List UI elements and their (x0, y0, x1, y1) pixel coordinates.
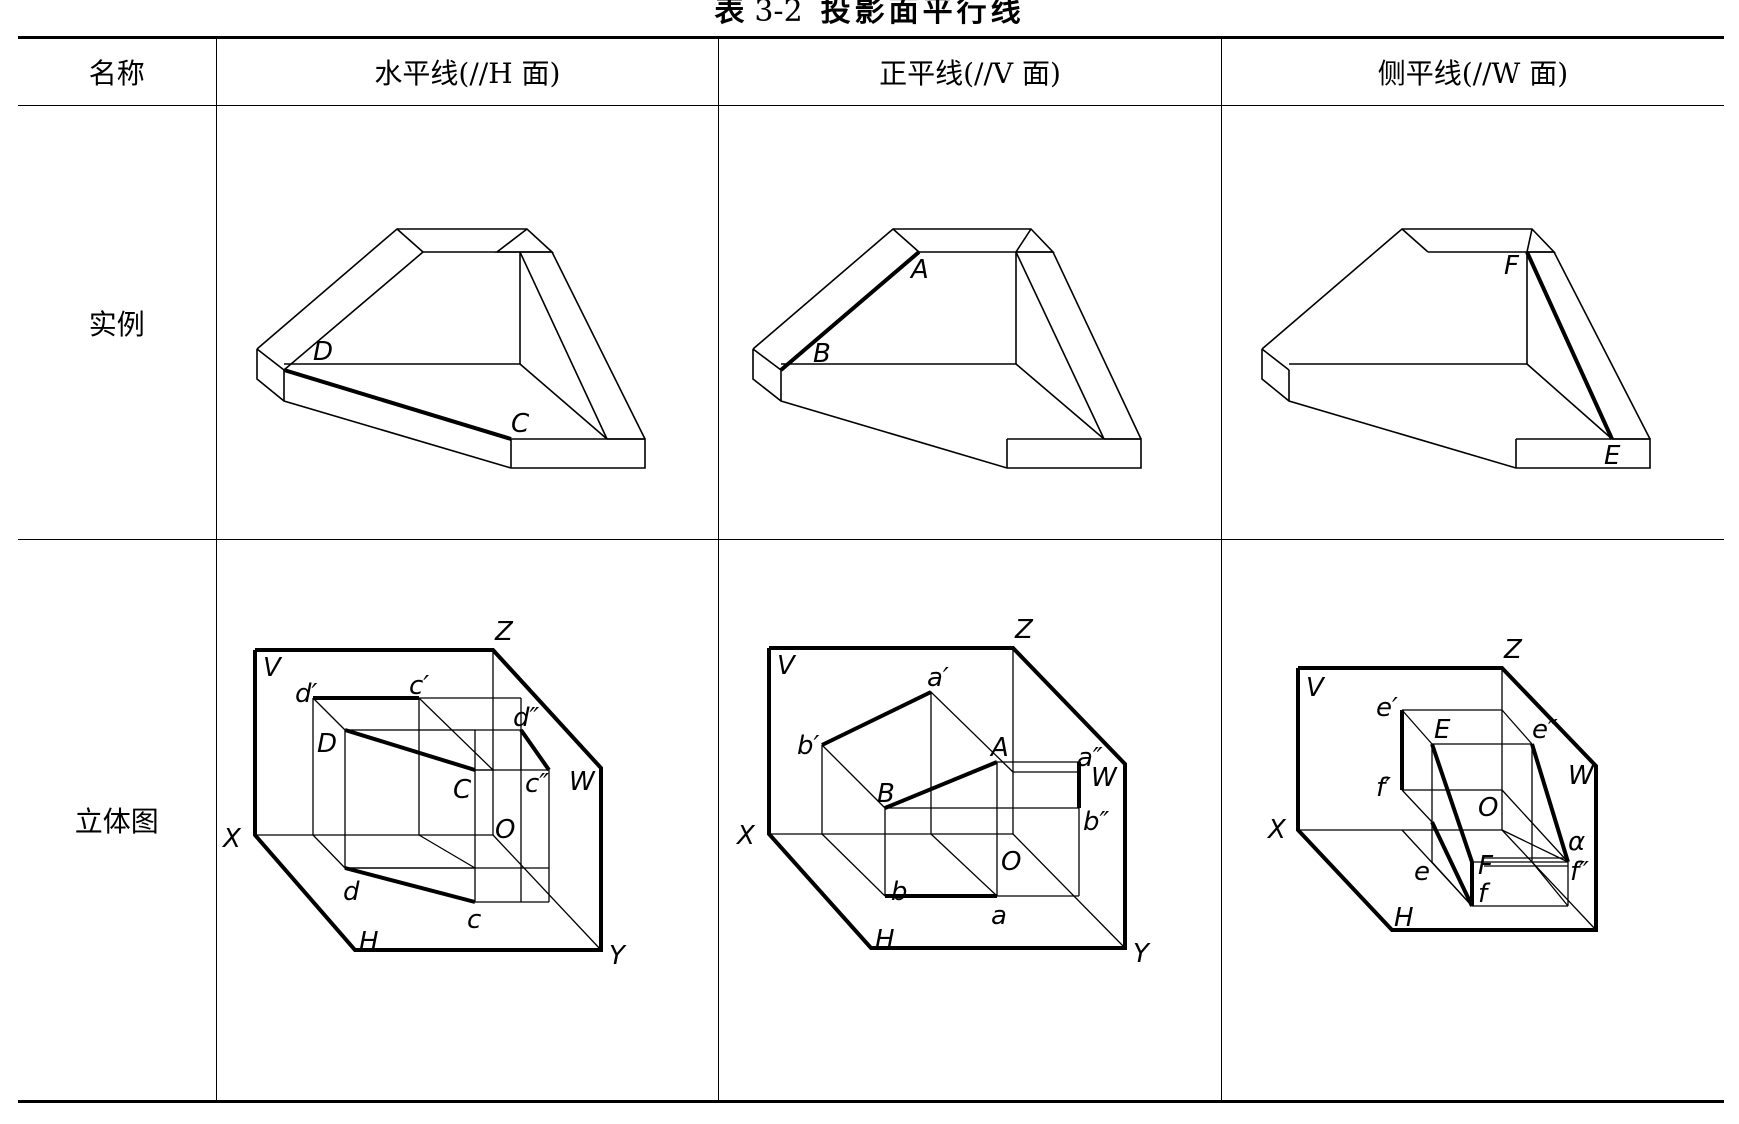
label-alpha: α (1568, 827, 1585, 857)
example-profile-figure: F E (1220, 105, 1724, 540)
header-profile-line: 侧平线(//W 面) (1220, 36, 1724, 106)
solid-frontal-figure: V Z W X H Y O A B a′ b′ a″ b″ a b (718, 539, 1222, 1103)
caption-prefix: 表 (714, 0, 749, 29)
example-profile-drawing: F E (1261, 228, 1651, 471)
label-d-prime: d′ (295, 679, 318, 709)
label-F: F (1478, 851, 1494, 881)
label-d: d (343, 877, 360, 907)
label-b: b (891, 877, 908, 907)
label-O: O (1478, 793, 1498, 823)
label-B: B (877, 779, 895, 809)
label-B: B (813, 339, 831, 369)
label-H: H (359, 927, 379, 957)
label-D: D (313, 337, 333, 367)
solid-profile-drawing: V Z W X H O E F e′ f′ e″ f″ e f α (1266, 635, 1598, 933)
label-W: W (1091, 763, 1118, 793)
label-X: X (1266, 815, 1287, 845)
example-row: 实例 D C (18, 105, 1724, 540)
label-X: X (735, 821, 756, 851)
label-Z: Z (494, 617, 514, 647)
label-Z: Z (1503, 635, 1523, 665)
label-A: A (909, 255, 929, 285)
solid-horizontal-figure: V Z W X H Y O D C d′ c′ d″ c″ d c (215, 539, 720, 1103)
label-H: H (1394, 903, 1414, 933)
label-e-double-prime: e″ (1532, 715, 1558, 745)
label-a: a (991, 901, 1007, 931)
label-C: C (453, 775, 472, 805)
projection-table: 名称 水平线(//H 面) 正平线(//V 面) 侧平线(//W 面) 实例 (18, 36, 1724, 1103)
label-O: O (495, 815, 515, 845)
solid-horizontal-drawing: V Z W X H Y O D C d′ c′ d″ c″ d c (221, 617, 627, 971)
label-b-double-prime: b″ (1083, 807, 1110, 837)
label-E: E (1604, 441, 1621, 471)
label-H: H (875, 925, 895, 955)
label-Y: Y (609, 941, 627, 971)
example-horizontal-figure: D C (215, 105, 720, 540)
label-W: W (1568, 761, 1595, 791)
row-label-solid: 立体图 (18, 539, 217, 1103)
label-C: C (511, 409, 530, 439)
label-e: e (1414, 857, 1430, 887)
label-a-prime: a′ (927, 663, 949, 693)
solid-row: 立体图 (18, 539, 1724, 1103)
caption-title: 投影面平行线 (820, 0, 1025, 29)
label-A: A (989, 733, 1009, 763)
label-a-double-prime: a″ (1077, 743, 1103, 773)
label-c: c (467, 905, 481, 935)
label-O: O (1001, 847, 1021, 877)
header-name: 名称 (18, 36, 217, 106)
label-W: W (569, 767, 596, 797)
header-row: 名称 水平线(//H 面) 正平线(//V 面) 侧平线(//W 面) (18, 36, 1724, 106)
label-E: E (1434, 715, 1451, 745)
label-c-double-prime: c″ (525, 769, 549, 799)
caption-number: 3-2 (754, 0, 803, 29)
label-V: V (1306, 673, 1326, 703)
label-d-double-prime: d″ (513, 703, 540, 733)
label-Z: Z (1014, 615, 1034, 645)
label-f-double-prime: f″ (1570, 857, 1589, 887)
solid-frontal-drawing: V Z W X H Y O A B a′ b′ a″ b″ a b (735, 615, 1151, 969)
label-f: f (1478, 879, 1491, 909)
example-frontal-figure: A B (718, 105, 1222, 540)
label-V: V (777, 651, 797, 681)
label-X: X (221, 824, 242, 854)
label-c-prime: c′ (409, 671, 429, 701)
header-horizontal-line: 水平线(//H 面) (215, 36, 720, 106)
label-V: V (263, 653, 283, 683)
solid-profile-figure: V Z W X H O E F e′ f′ e″ f″ e f α (1220, 539, 1724, 1103)
example-horizontal-drawing: D C (255, 228, 646, 469)
header-frontal-line: 正平线(//V 面) (718, 36, 1222, 106)
label-f-prime: f′ (1376, 773, 1391, 803)
label-Y: Y (1133, 939, 1151, 969)
label-D: D (317, 729, 337, 759)
label-e-prime: e′ (1376, 693, 1398, 723)
label-b-prime: b′ (797, 731, 820, 761)
example-frontal-drawing: A B (752, 228, 1143, 469)
row-label-example: 实例 (18, 105, 217, 540)
label-F: F (1504, 251, 1520, 281)
